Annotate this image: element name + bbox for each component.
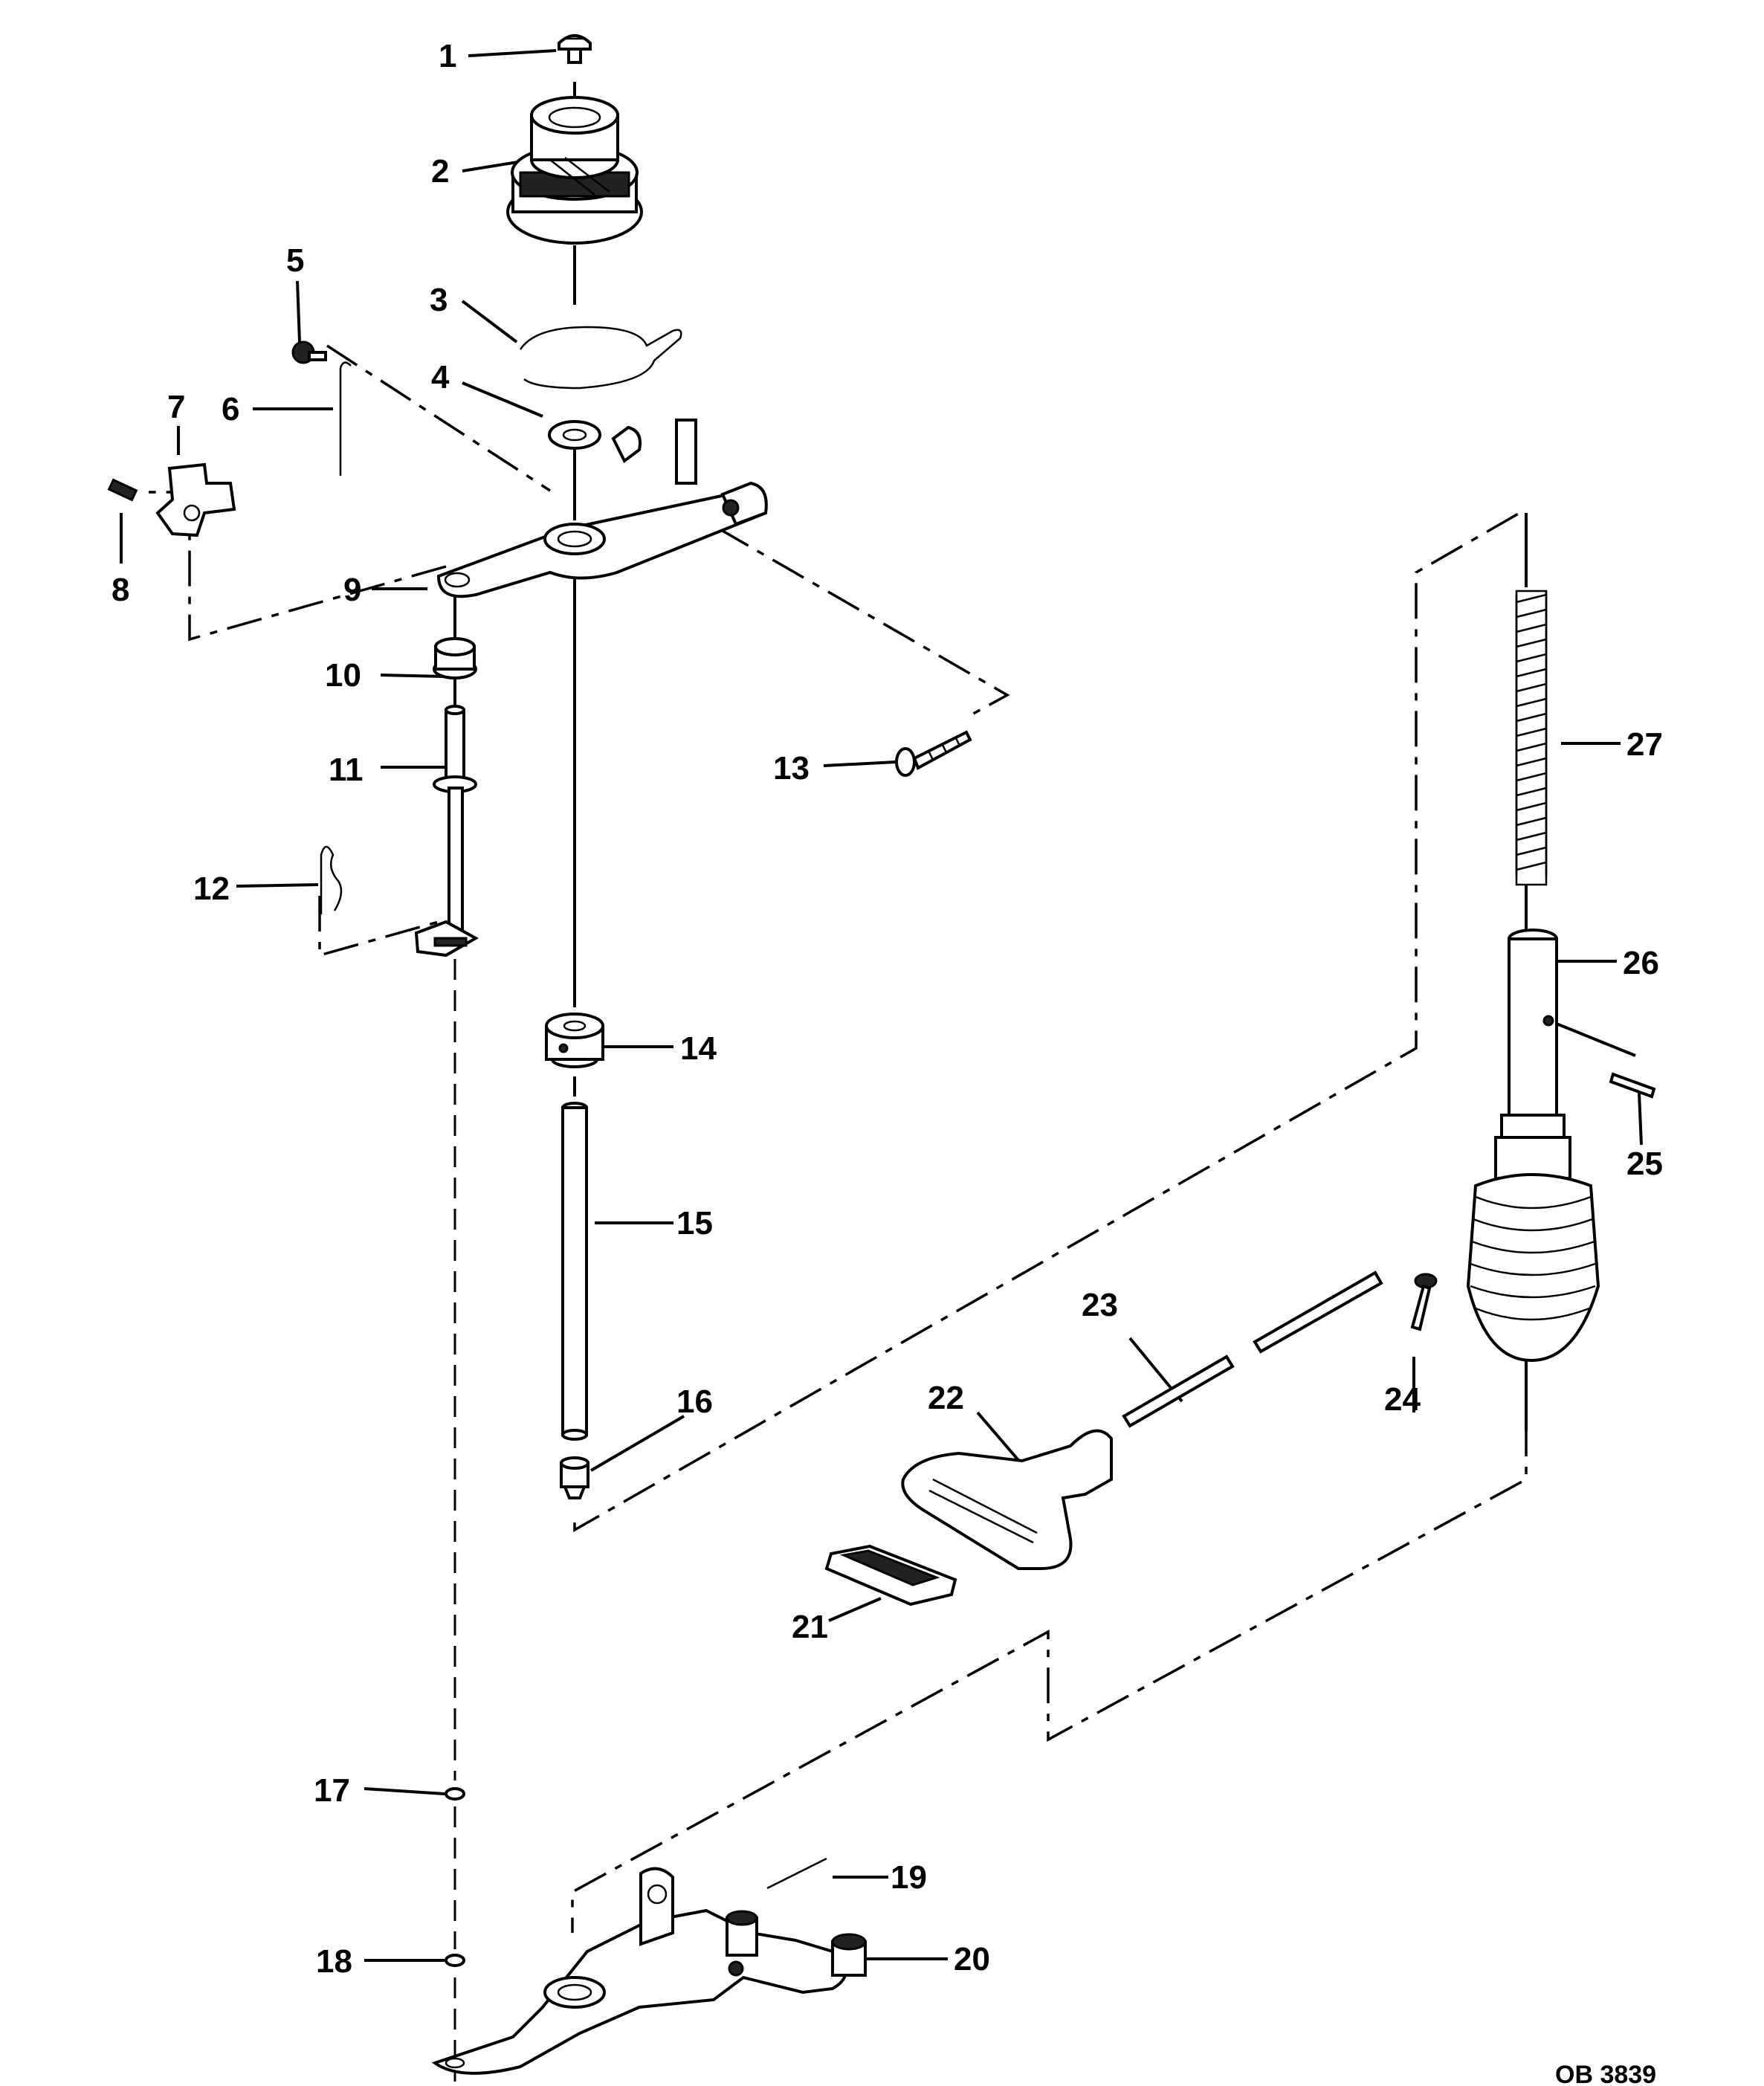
- callout-3: 3: [430, 282, 448, 318]
- part-12-hairpin: [320, 845, 343, 914]
- part-1-screw: [558, 34, 592, 64]
- part-21-insert: [824, 1544, 957, 1607]
- connection-lines: [149, 344, 1528, 1933]
- callout-27: 27: [1626, 726, 1663, 763]
- callout-8: 8: [112, 572, 129, 608]
- callout-labels: 1 2 3 4 5 6 7 8 9 10 11 12 13 14 15 16 1…: [112, 38, 1663, 2086]
- callout-7: 7: [167, 389, 185, 425]
- part-25-pin: [1609, 1072, 1656, 1099]
- callout-21: 21: [792, 1609, 828, 1645]
- callout-12: 12: [193, 871, 230, 907]
- part-18-ring: [445, 1954, 465, 1967]
- part-5-screw: [291, 340, 327, 364]
- part-26-tube-housing: [1466, 929, 1600, 1363]
- callout-2: 2: [431, 153, 449, 190]
- assembly-centerlines: [453, 82, 1528, 2082]
- callout-6: 6: [222, 391, 239, 427]
- part-3-spring-clip: [519, 326, 682, 390]
- part-16-tip: [560, 1456, 589, 1499]
- callout-11: 11: [329, 752, 364, 788]
- part-23-rope: [1122, 1270, 1383, 1428]
- part-27-spring: [1515, 590, 1548, 886]
- callout-25: 25: [1626, 1146, 1663, 1182]
- part-11-rod: [414, 705, 479, 958]
- callout-16: 16: [676, 1383, 713, 1420]
- part-15-rod: [561, 1102, 588, 1441]
- part-14-coupler: [545, 1013, 604, 1068]
- part-7-bracket: [155, 462, 236, 537]
- part-19-pin: [766, 1857, 827, 1890]
- part-20-base-lever: [431, 1867, 867, 2075]
- part-24-screw: [1410, 1273, 1438, 1331]
- part-8-setscrew: [107, 478, 138, 502]
- figure-code: OB 3839: [1555, 2061, 1656, 2086]
- callout-5: 5: [286, 242, 304, 279]
- callout-14: 14: [680, 1030, 717, 1067]
- part-22-handle: [901, 1429, 1113, 1570]
- part-17-ring: [445, 1787, 465, 1801]
- callout-18: 18: [316, 1943, 352, 1980]
- leader-lines: [120, 49, 1643, 1962]
- callout-22: 22: [928, 1380, 964, 1416]
- part-10-sleeve: [433, 637, 477, 679]
- callout-1: 1: [439, 38, 456, 74]
- part-6-pin: [339, 361, 352, 476]
- callout-17: 17: [314, 1772, 350, 1809]
- callout-24: 24: [1384, 1381, 1421, 1418]
- callout-15: 15: [676, 1205, 713, 1241]
- callout-13: 13: [773, 750, 810, 787]
- part-4-washer: [548, 420, 601, 450]
- callout-9: 9: [343, 572, 361, 608]
- callout-20: 20: [954, 1941, 990, 1977]
- callout-23: 23: [1082, 1287, 1118, 1323]
- callout-26: 26: [1623, 945, 1659, 981]
- callout-19: 19: [891, 1859, 927, 1896]
- part-2-gear-assembly: [506, 96, 643, 245]
- part-13-screw: [895, 730, 972, 777]
- callout-10: 10: [325, 657, 361, 694]
- part-9-lever-arm: [436, 419, 768, 598]
- callout-4: 4: [431, 359, 450, 395]
